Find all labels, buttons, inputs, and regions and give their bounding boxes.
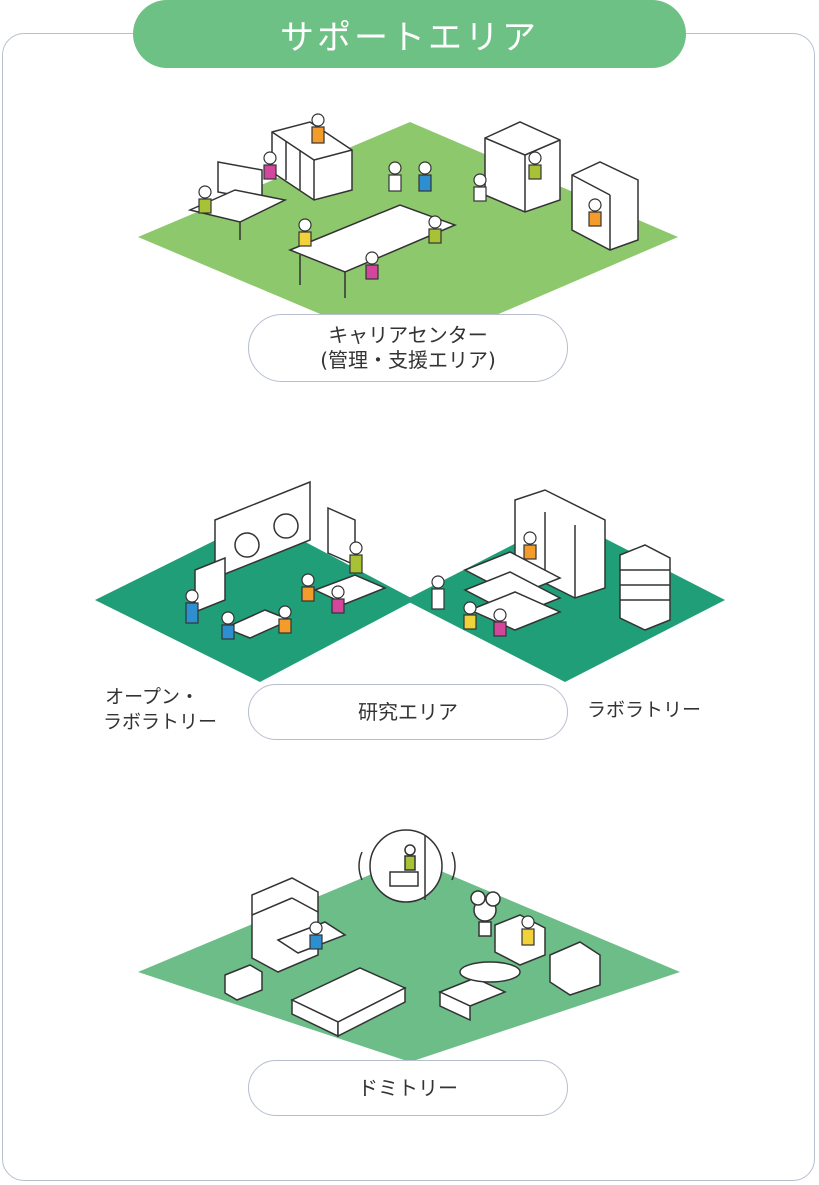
research-area-illustration: [95, 480, 725, 682]
dormitory-label-text: ドミトリー: [358, 1075, 458, 1100]
open-laboratory-line2: ラボラトリー: [103, 710, 218, 733]
whiteboard: [214, 480, 311, 580]
work-booth: [571, 161, 639, 251]
research-area-label-text: 研究エリア: [358, 699, 458, 724]
career-center-illustration: [138, 113, 678, 352]
career-center-label-line2: (管理・支援エリア): [320, 348, 496, 372]
section-title-text: サポートエリア: [280, 17, 539, 58]
people: [185, 531, 537, 640]
dormitory-illustration: [138, 829, 680, 1062]
dorm-floor: [138, 858, 680, 1062]
plant: [470, 890, 501, 937]
open-laboratory-label: オープン・ ラボラトリー: [103, 685, 217, 734]
bench: [438, 977, 507, 1022]
shelf-unit: [271, 121, 353, 201]
career-center-label-line1: キャリアセンター: [328, 323, 488, 347]
coffee-table: [459, 961, 521, 983]
tv-stand: [224, 964, 263, 1001]
laboratory-label: ラボラトリー: [587, 698, 701, 723]
open-laboratory-line1: オープン・: [105, 686, 200, 708]
zoom-circle: [358, 829, 456, 903]
bed: [290, 967, 407, 1038]
people: [198, 113, 602, 280]
dormitory-label: ドミトリー: [248, 1060, 568, 1116]
meeting-table: [288, 204, 458, 298]
people: [309, 915, 535, 950]
laboratory-label-text: ラボラトリー: [587, 699, 702, 721]
research-area-label: 研究エリア: [248, 684, 568, 740]
desk-monitor: [187, 161, 288, 240]
open-lab-floor: [95, 518, 415, 682]
phone-booth: [484, 121, 561, 213]
lab-shelf: [619, 544, 671, 631]
section-title: サポートエリア: [133, 0, 686, 68]
career-center-label: キャリアセンター (管理・支援エリア): [248, 314, 568, 382]
sofa: [494, 914, 601, 996]
